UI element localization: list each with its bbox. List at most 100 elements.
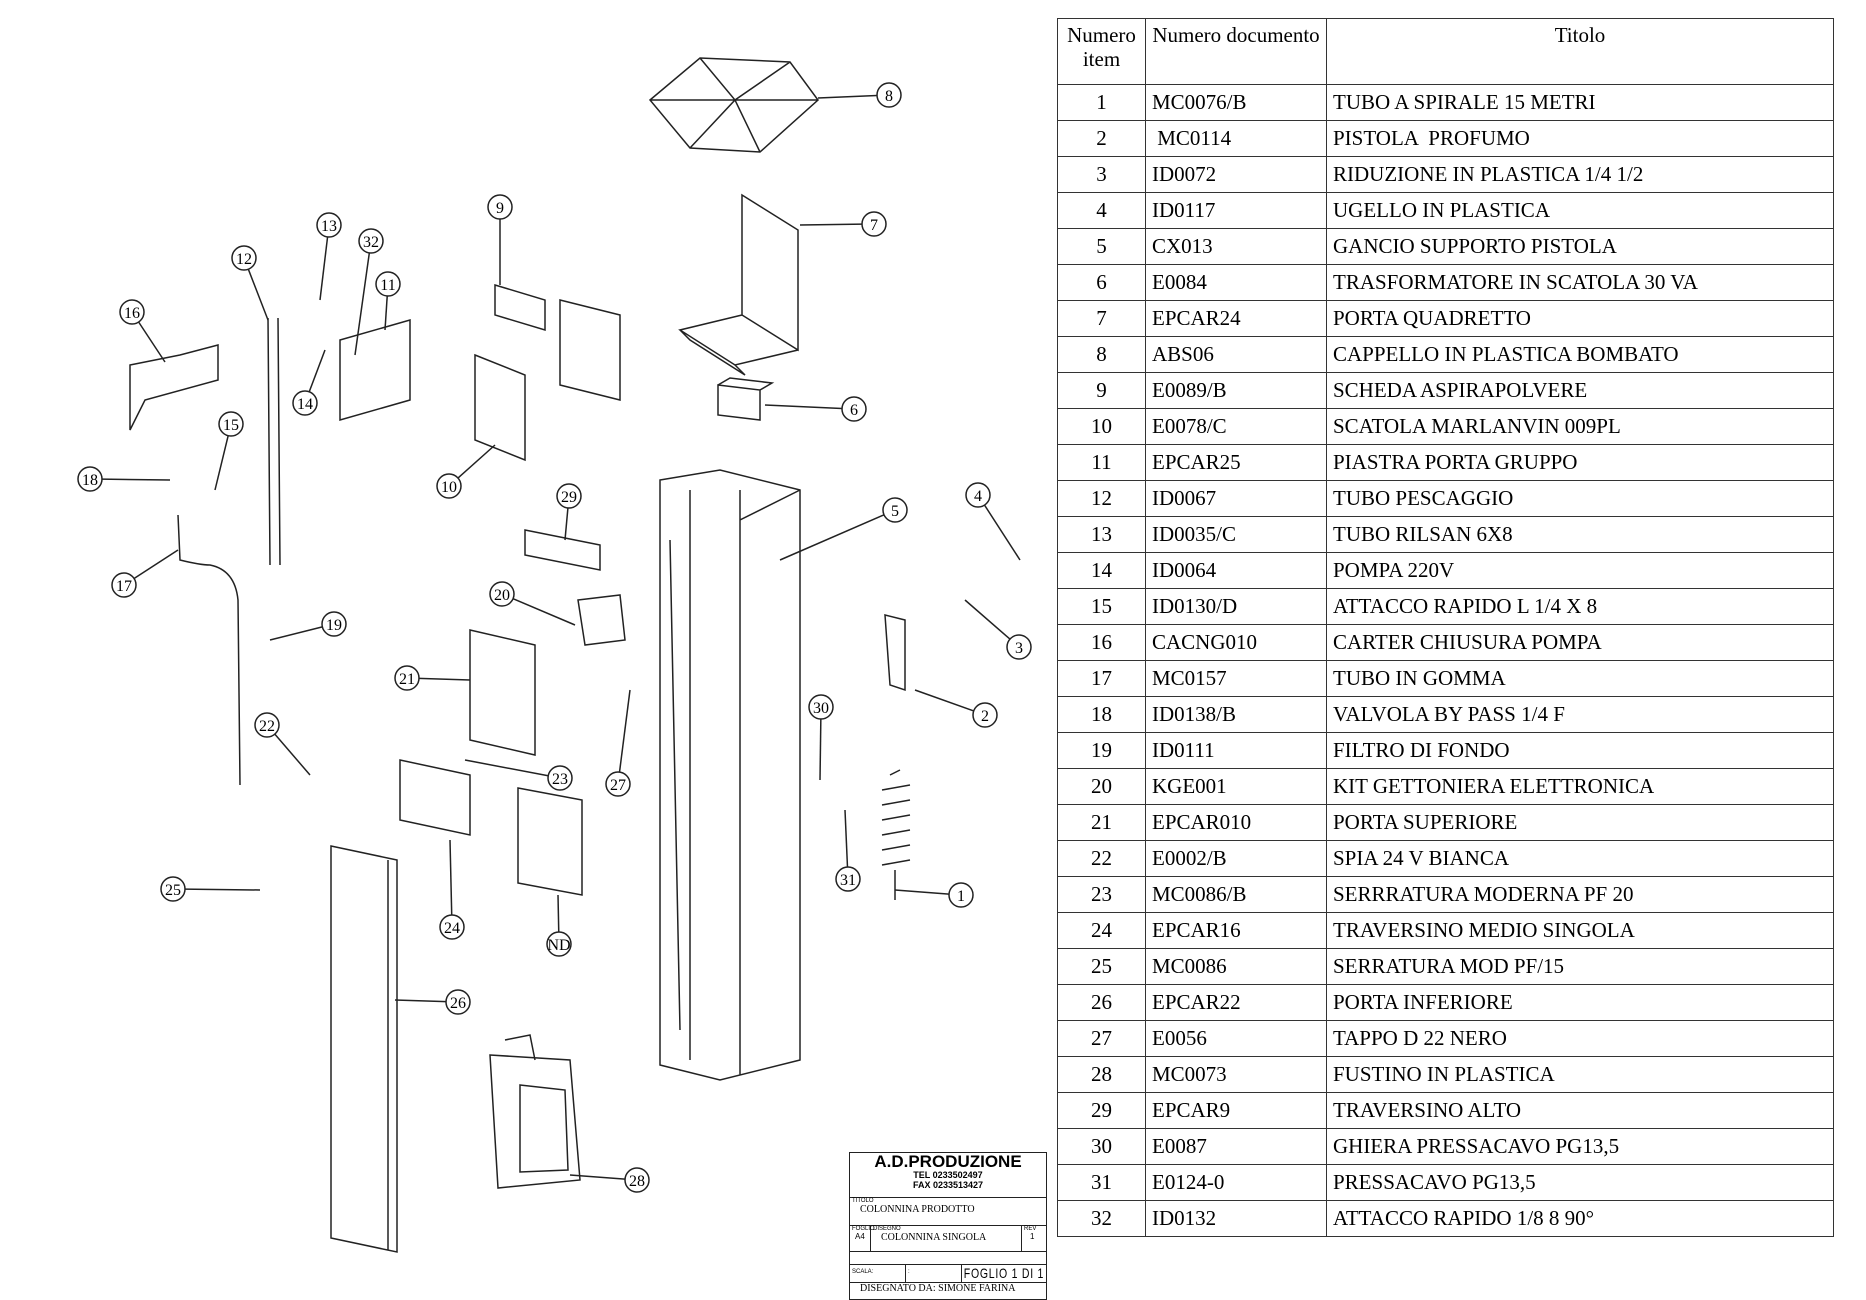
disegno-value: COLONNINA SINGOLA <box>881 1232 987 1243</box>
callout-13: 13 <box>316 212 342 301</box>
callout-label: 18 <box>82 472 98 489</box>
callout-19: 19 <box>269 611 347 641</box>
item-number: 23 <box>1057 876 1146 913</box>
callout-9: 9 <box>487 194 513 285</box>
document-number: E0084 <box>1145 264 1327 301</box>
item-title: SERRRATURA MODERNA PF 20 <box>1326 876 1834 913</box>
leader-line <box>133 549 179 580</box>
item-number: 28 <box>1057 1056 1146 1093</box>
document-number: E0078/C <box>1145 408 1327 445</box>
callout-26: 26 <box>394 989 471 1015</box>
document-number: ID0130/D <box>1145 588 1327 625</box>
item-title: PORTA SUPERIORE <box>1326 804 1834 841</box>
callout-1: 1 <box>894 882 974 908</box>
titolo-value: COLONNINA PRODOTTO <box>860 1204 975 1215</box>
callout-circle <box>556 483 582 509</box>
item-number: 32 <box>1057 1200 1146 1237</box>
callout-circle <box>835 866 861 892</box>
callout-5: 5 <box>779 497 908 561</box>
callout-15: 15 <box>214 411 244 491</box>
part-tube-17 <box>177 514 241 786</box>
leader-line <box>779 514 885 561</box>
callout-label: 22 <box>259 718 275 735</box>
item-title: FUSTINO IN PLASTICA <box>1326 1056 1834 1093</box>
document-number: E0089/B <box>1145 372 1327 409</box>
callout-label: 14 <box>297 396 313 413</box>
document-number: ABS06 <box>1145 336 1327 373</box>
callout-label: 12 <box>236 251 252 268</box>
leader-line <box>844 809 849 868</box>
item-number: 21 <box>1057 804 1146 841</box>
item-title: SCHEDA ASPIRAPOLVERE <box>1326 372 1834 409</box>
item-title: ATTACCO RAPIDO 1/8 8 90° <box>1326 1200 1834 1237</box>
callout-circle <box>160 876 186 902</box>
item-number: 26 <box>1057 984 1146 1021</box>
column-header: Titolo <box>1326 18 1834 85</box>
callout-circle <box>375 271 401 297</box>
callout-circle <box>547 765 573 791</box>
callout-circle <box>321 611 347 637</box>
leader-line <box>569 1174 626 1180</box>
item-title: SPIA 24 V BIANCA <box>1326 840 1834 877</box>
scala-label: SCALA: <box>852 1269 874 1275</box>
item-number: 7 <box>1057 300 1146 337</box>
callout-label: 25 <box>165 882 181 899</box>
leader-line <box>274 733 311 776</box>
item-number: 3 <box>1057 156 1146 193</box>
document-number: MC0114 <box>1145 120 1327 157</box>
item-title: TRASFORMATORE IN SCATOLA 30 VA <box>1326 264 1834 301</box>
document-number: ID0064 <box>1145 552 1327 589</box>
document-number: E0087 <box>1145 1128 1327 1165</box>
callout-circle <box>841 396 867 422</box>
item-title: UGELLO IN PLASTICA <box>1326 192 1834 229</box>
callout-label: 26 <box>450 995 466 1012</box>
column-header: Numero documento <box>1145 18 1327 85</box>
leader-line <box>319 236 329 301</box>
item-title: CAPPELLO IN PLASTICA BOMBATO <box>1326 336 1834 373</box>
document-number: E0124-0 <box>1145 1164 1327 1201</box>
item-title: PRESSACAVO PG13,5 <box>1326 1164 1834 1201</box>
callout-14: 14 <box>292 349 326 416</box>
parts <box>129 57 911 1253</box>
callout-label: ND <box>547 937 570 954</box>
callout-30: 30 <box>808 694 834 781</box>
company-name: A.D.PRODUZIONE <box>874 1152 1022 1171</box>
designer: DISEGNATO DA: SIMONE FARINA <box>860 1283 1016 1294</box>
leader-line <box>214 435 229 491</box>
callout-circle <box>77 466 103 492</box>
leader-line <box>618 689 631 773</box>
item-title: TRAVERSINO MEDIO SINGOLA <box>1326 912 1834 949</box>
item-title: FILTRO DI FONDO <box>1326 732 1834 769</box>
document-number: E0002/B <box>1145 840 1327 877</box>
company-tel: TEL 0233502497 <box>913 1170 983 1180</box>
document-number: EPCAR9 <box>1145 1092 1327 1129</box>
item-number: 31 <box>1057 1164 1146 1201</box>
leader-line <box>817 94 878 99</box>
callout-circle <box>487 194 513 220</box>
item-number: 27 <box>1057 1020 1146 1057</box>
item-number: 18 <box>1057 696 1146 733</box>
callout-25: 25 <box>160 876 261 902</box>
document-number: ID0067 <box>1145 480 1327 517</box>
leader-line <box>354 252 371 356</box>
item-title: ATTACCO RAPIDO L 1/4 X 8 <box>1326 588 1834 625</box>
callout-label: 20 <box>494 587 510 604</box>
